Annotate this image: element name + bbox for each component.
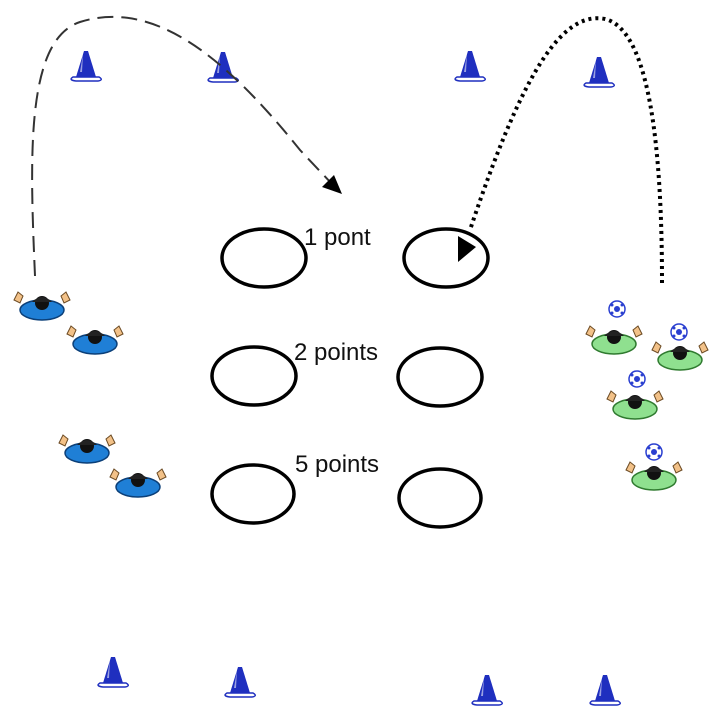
target-left-2 (210, 345, 298, 407)
target-left-1 (220, 227, 308, 289)
zone-label-1: 1 pont (304, 224, 371, 251)
target-right-1 (402, 227, 490, 289)
player-icon (13, 291, 71, 321)
arrow-head-icon (322, 175, 342, 194)
cone-icon (583, 56, 616, 88)
cone-icon (589, 674, 622, 706)
ball-icon (645, 443, 663, 461)
player-icon (606, 390, 664, 420)
cone-icon (454, 50, 487, 82)
zone-5-points (210, 463, 483, 529)
cone-icon (224, 666, 257, 698)
cone-icon (471, 674, 504, 706)
target-right-5 (397, 467, 483, 529)
player-icon (66, 325, 124, 355)
zone-label-5: 5 points (295, 451, 380, 478)
player-icon (58, 434, 116, 464)
arrow-head-icon (458, 236, 476, 262)
ball-icon (608, 300, 626, 318)
green-team (585, 300, 709, 491)
zone-1-point (220, 227, 490, 289)
player-icon (585, 325, 643, 355)
ball-icon (670, 323, 688, 341)
dashed-path (31, 15, 333, 277)
blue-team (13, 291, 167, 498)
zone-label-2: 2 points (294, 339, 379, 366)
dotted-path (468, 16, 664, 284)
target-left-5 (210, 463, 296, 525)
player-icon (625, 461, 683, 491)
player-icon (651, 341, 709, 371)
player-icon (109, 468, 167, 498)
cone-icon (97, 656, 130, 688)
ball-icon (628, 370, 646, 388)
cone-icon (70, 50, 103, 82)
zone-2-points (210, 345, 484, 408)
target-right-2 (396, 346, 484, 408)
